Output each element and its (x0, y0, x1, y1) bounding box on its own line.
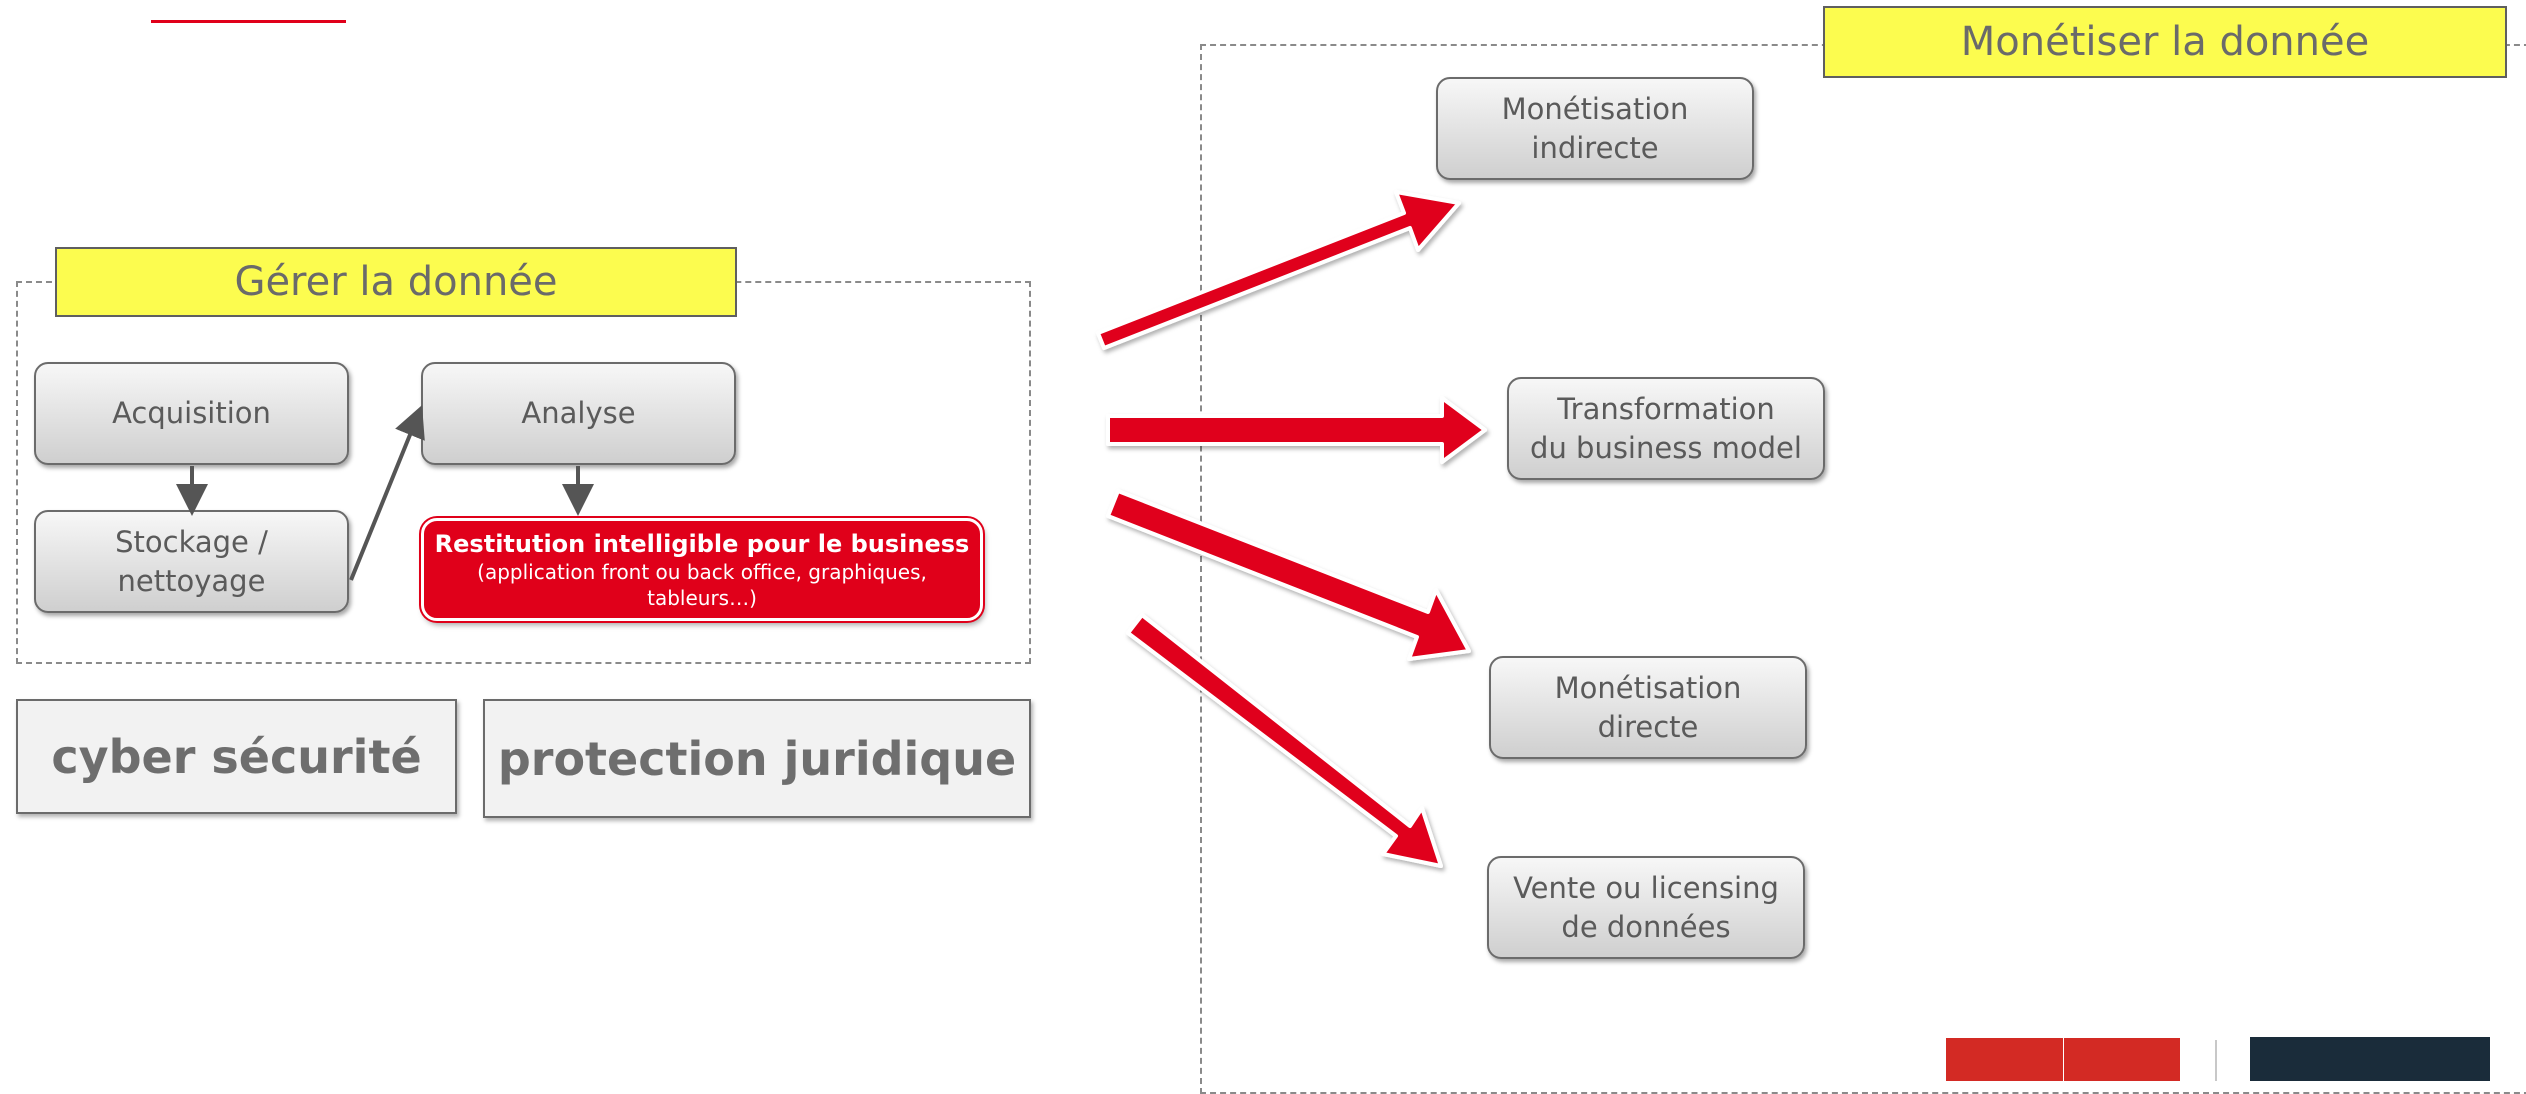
stockage-label-line2: nettoyage (117, 563, 266, 598)
outcome-direct-line1: Monétisation (1554, 670, 1742, 705)
restitution-detail-line1: (application front ou back office, graph… (477, 559, 927, 584)
outcome-direct-line2: directe (1597, 709, 1699, 744)
cyber-security-label: cyber sécurité (51, 729, 422, 784)
outcome-vente-line2: de données (1561, 909, 1731, 944)
restitution-detail-line2: tableurs…) (647, 585, 757, 610)
manage-data-title: Gérer la donnée (55, 247, 737, 317)
outcome-indirect-monetization: Monétisation indirecte (1436, 77, 1754, 180)
outcome-transformation-line1: Transformation (1557, 391, 1775, 426)
restitution-title: Restitution intelligible pour le busines… (434, 529, 970, 558)
footer-logo-red-block-1 (1946, 1038, 2063, 1081)
outcome-direct-monetization: Monétisation directe (1489, 656, 1807, 759)
outcome-data-sales-licensing: Vente ou licensing de données (1487, 856, 1805, 959)
stockage-box: Stockage / nettoyage (34, 510, 349, 613)
cyber-security-box: cyber sécurité (16, 699, 457, 814)
restitution-box: Restitution intelligible pour le busines… (421, 518, 983, 621)
monetize-data-title: Monétiser la donnée (1823, 6, 2507, 78)
analyse-box: Analyse (421, 362, 736, 465)
connector-stockage-to-analyse (349, 405, 425, 581)
footer-separator (2215, 1040, 2217, 1081)
legal-protection-box: protection juridique (483, 699, 1031, 818)
big-arrow-to-data-sales (1126, 613, 1443, 868)
footer-logo-navy-block (2250, 1037, 2490, 1081)
outcome-indirect-line1: Monétisation (1501, 91, 1689, 126)
acquisition-box: Acquisition (34, 362, 349, 465)
outcome-indirect-line2: indirecte (1531, 130, 1659, 165)
header-accent-line (151, 20, 346, 23)
footer-logo-red-block-2 (2064, 1038, 2180, 1081)
big-arrow-to-indirect (1096, 190, 1461, 350)
big-arrow-to-direct (1106, 489, 1471, 661)
monetize-data-title-text: Monétiser la donnée (1960, 19, 2370, 65)
manage-data-title-text: Gérer la donnée (234, 259, 558, 305)
acquisition-label: Acquisition (112, 396, 271, 430)
outcome-vente-line1: Vente ou licensing (1513, 870, 1779, 905)
outcome-business-model-transformation: Transformation du business model (1507, 377, 1825, 480)
analyse-label: Analyse (521, 396, 636, 430)
big-arrow-to-transformation (1106, 396, 1487, 464)
legal-protection-label: protection juridique (497, 731, 1017, 786)
stockage-label-line1: Stockage / (115, 524, 268, 559)
outcome-transformation-line2: du business model (1530, 430, 1802, 465)
